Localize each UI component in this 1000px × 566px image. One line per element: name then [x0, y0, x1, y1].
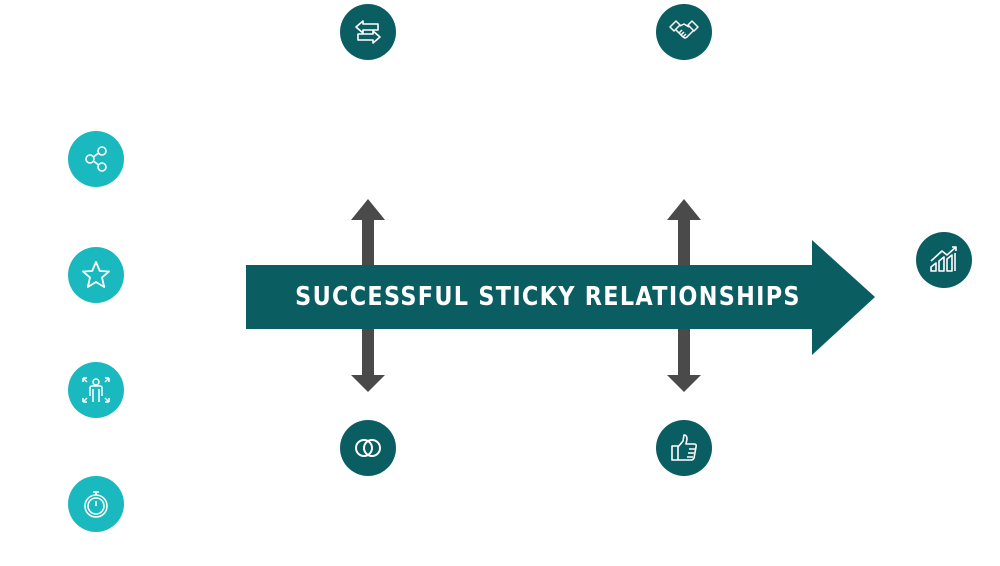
thumbs-up-icon [656, 420, 712, 476]
banner-title: SUCCESSFUL STICKY RELATIONSHIPS [295, 282, 801, 312]
main-arrow [246, 240, 875, 355]
person-expand-icon [68, 362, 124, 418]
exchange-arrows-icon [340, 4, 396, 60]
growth-chart-icon [916, 232, 972, 288]
handshake-icon [656, 4, 712, 60]
star-icon [68, 247, 124, 303]
stopwatch-icon [68, 476, 124, 532]
linked-rings-icon [340, 420, 396, 476]
share-network-icon [68, 131, 124, 187]
